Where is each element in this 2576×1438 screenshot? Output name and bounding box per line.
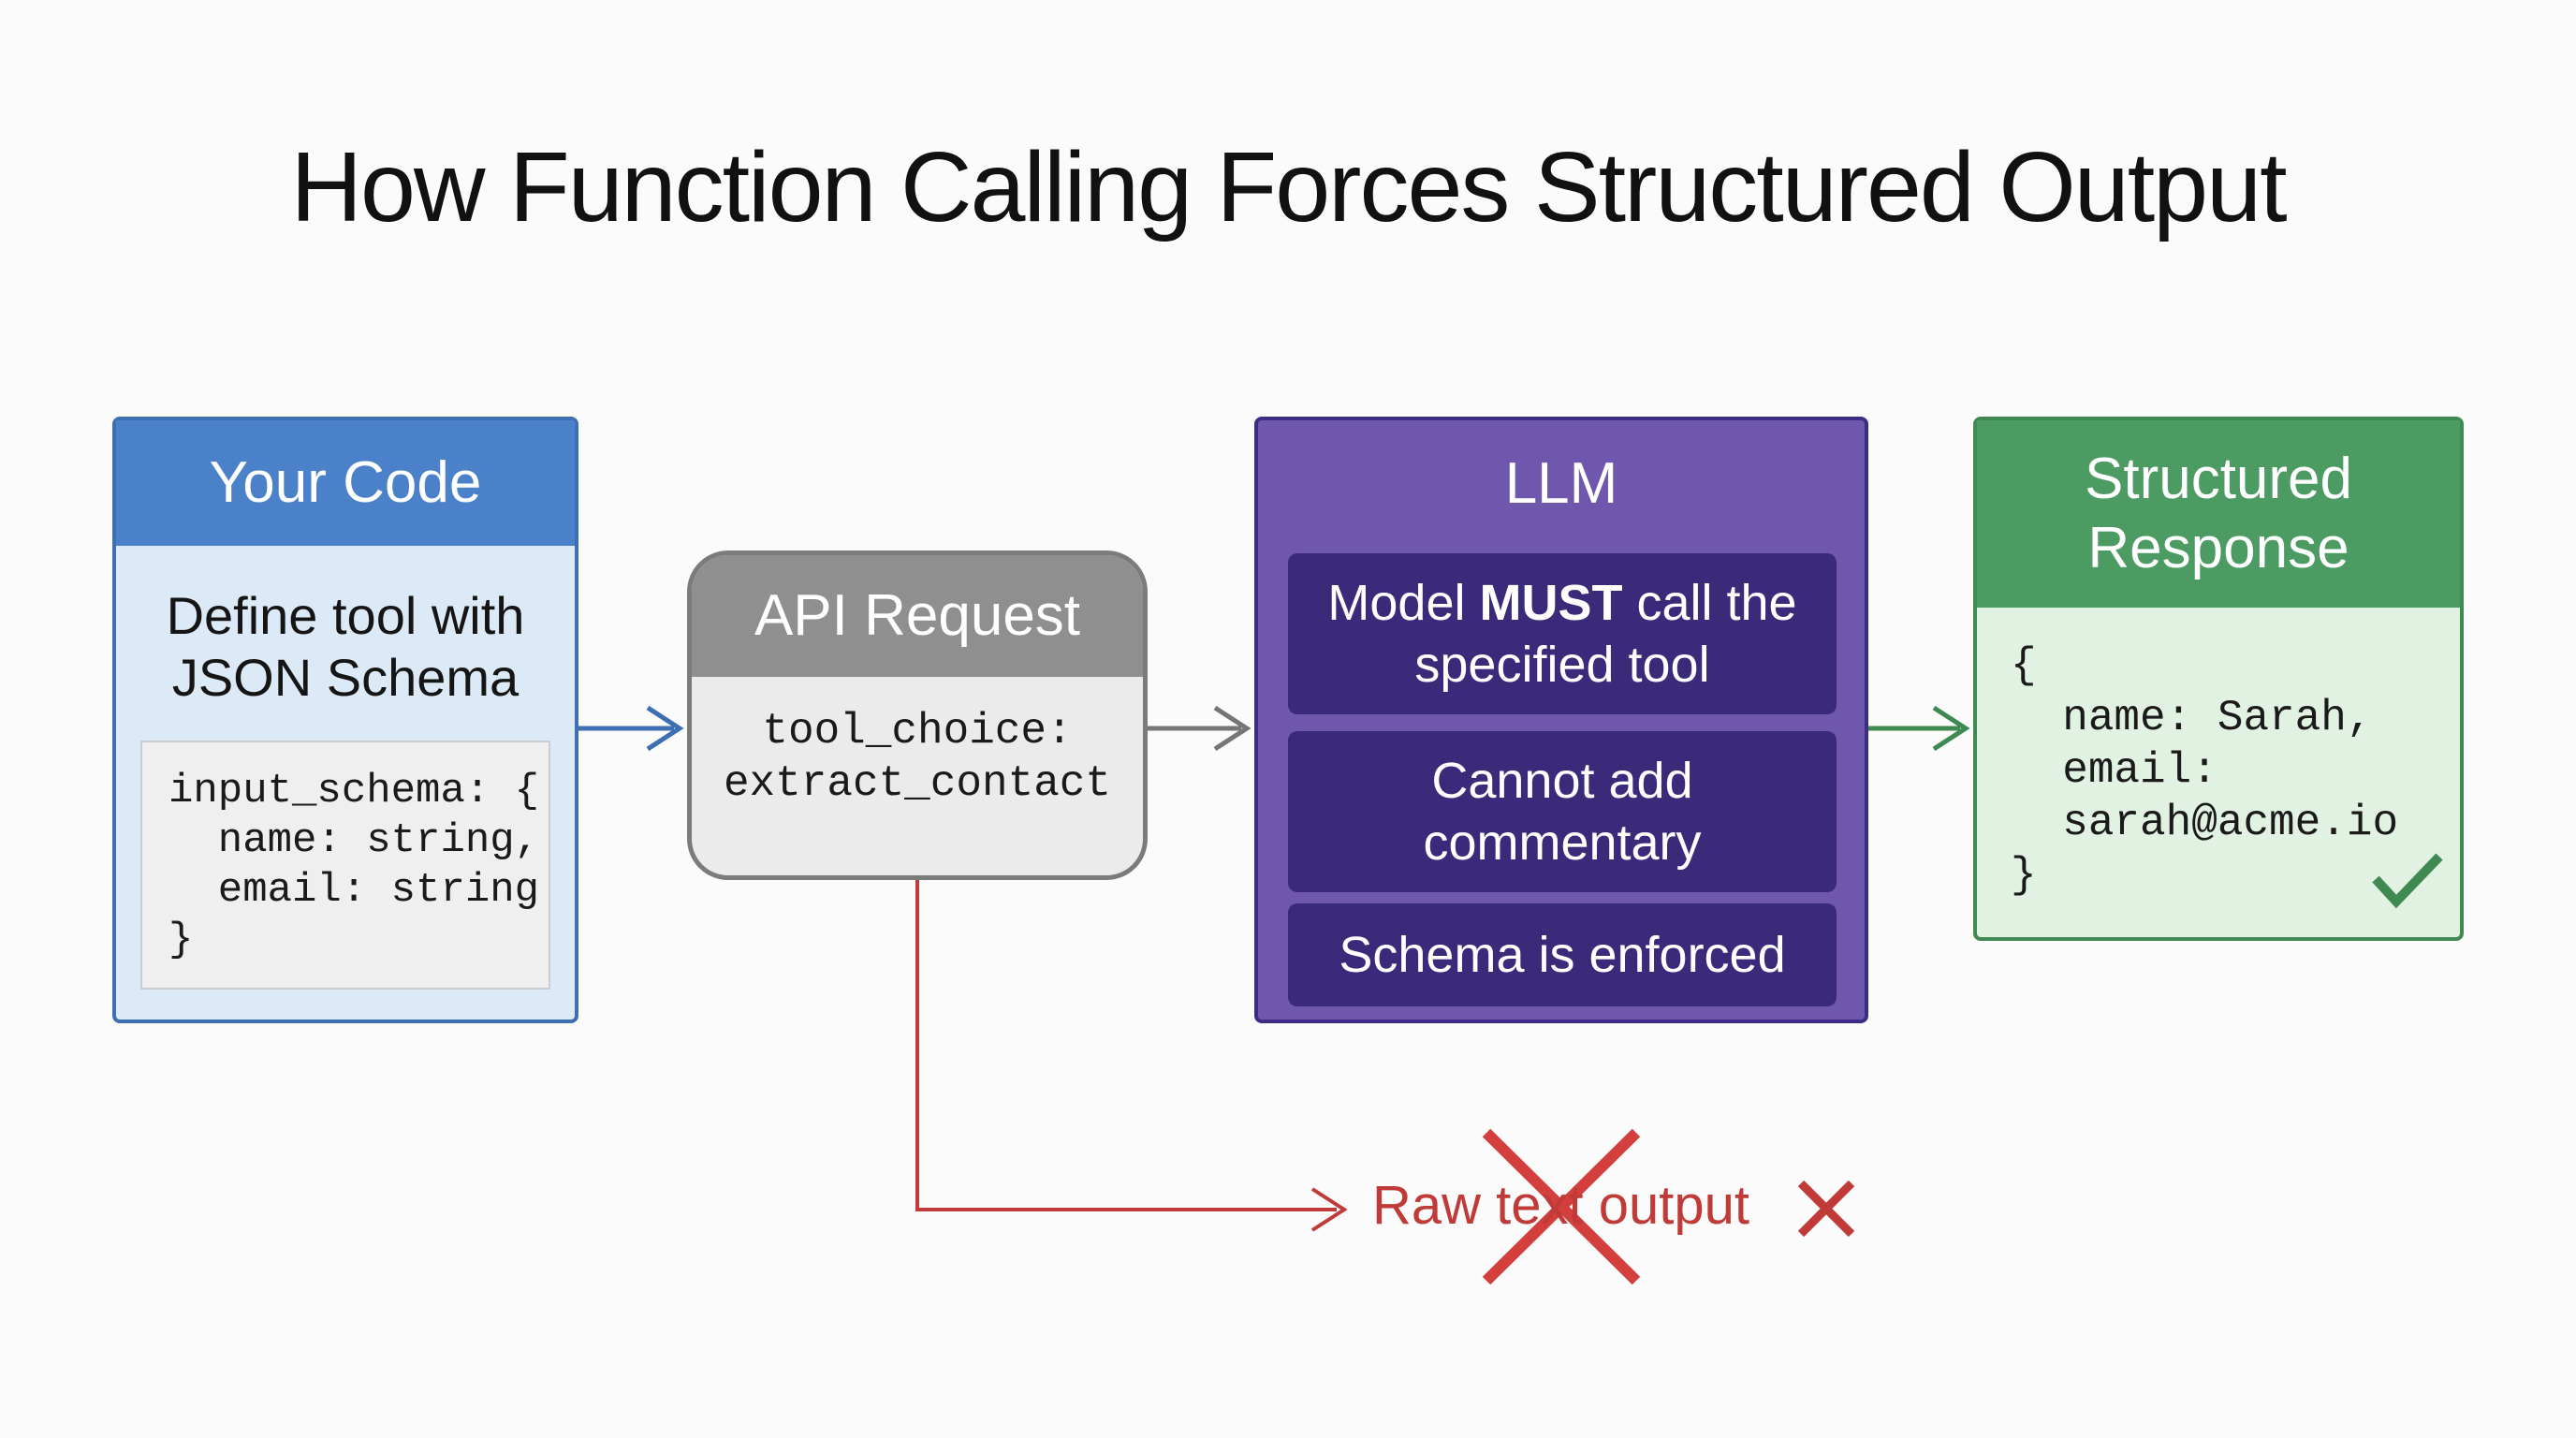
description-line: JSON Schema (171, 648, 520, 707)
header-line: Structured (2084, 447, 2353, 511)
code-line: name: string, (168, 817, 540, 864)
arrow-right-icon (1932, 705, 1970, 752)
constraint-line: Model MUST call the (1327, 575, 1797, 631)
arrow-right-icon (1310, 1187, 1348, 1232)
llm-constraint-schema-enforced: Schema is enforced (1288, 903, 1837, 1006)
check-icon (2372, 853, 2443, 909)
structured-response-box: Structured Response { name: Sarah, email… (1973, 417, 2464, 941)
api-request-box: API Request tool_choice: extract_contact (687, 550, 1148, 880)
description-line: Define tool with (166, 586, 525, 645)
code-line: name: Sarah, (2011, 694, 2373, 742)
arrow-right-icon (1213, 705, 1251, 752)
your-code-description: Define tool with JSON Schema (116, 585, 575, 709)
your-code-box: Your Code Define tool with JSON Schema i… (112, 417, 578, 1023)
api-request-header: API Request (692, 555, 1143, 677)
raw-text-output-label: Raw text output (1372, 1175, 1749, 1236)
your-code-header: Your Code (116, 420, 575, 546)
code-line: tool_choice: (762, 707, 1073, 756)
llm-constraint-must-call: Model MUST call the specified tool (1288, 553, 1837, 714)
schema-code-snippet: input_schema: { name: string, email: str… (140, 741, 550, 990)
code-line: } (168, 917, 194, 963)
code-line: extract_contact (723, 759, 1112, 808)
structured-response-header: Structured Response (1977, 420, 2460, 608)
code-line: input_schema: { (168, 768, 540, 814)
constraint-line: specified tool (1414, 637, 1710, 693)
arrow-right-icon (646, 705, 684, 752)
arrow-api-to-raw (915, 880, 1337, 1211)
cross-icon (1482, 1128, 1641, 1285)
constraint-line: Schema is enforced (1339, 927, 1786, 983)
llm-constraint-no-commentary: Cannot add commentary (1288, 731, 1837, 892)
constraint-line: Cannot add (1431, 753, 1693, 809)
code-line: sarah@acme.io (2011, 799, 2399, 847)
header-line: Response (2087, 516, 2349, 580)
code-line: email: string (168, 867, 540, 914)
llm-box: LLM Model MUST call the specified tool C… (1254, 417, 1868, 1023)
page-title: How Function Calling Forces Structured O… (290, 132, 2287, 242)
api-request-body: tool_choice: extract_contact (692, 705, 1143, 810)
constraint-line: commentary (1423, 814, 1702, 871)
code-line: } (2011, 851, 2037, 900)
cross-icon (1797, 1180, 1855, 1238)
code-line: { (2011, 641, 2037, 690)
llm-header: LLM (1504, 451, 1618, 516)
response-json: { name: Sarah, email: sarah@acme.io } (1977, 608, 2460, 902)
code-line: email: (2011, 746, 2217, 795)
